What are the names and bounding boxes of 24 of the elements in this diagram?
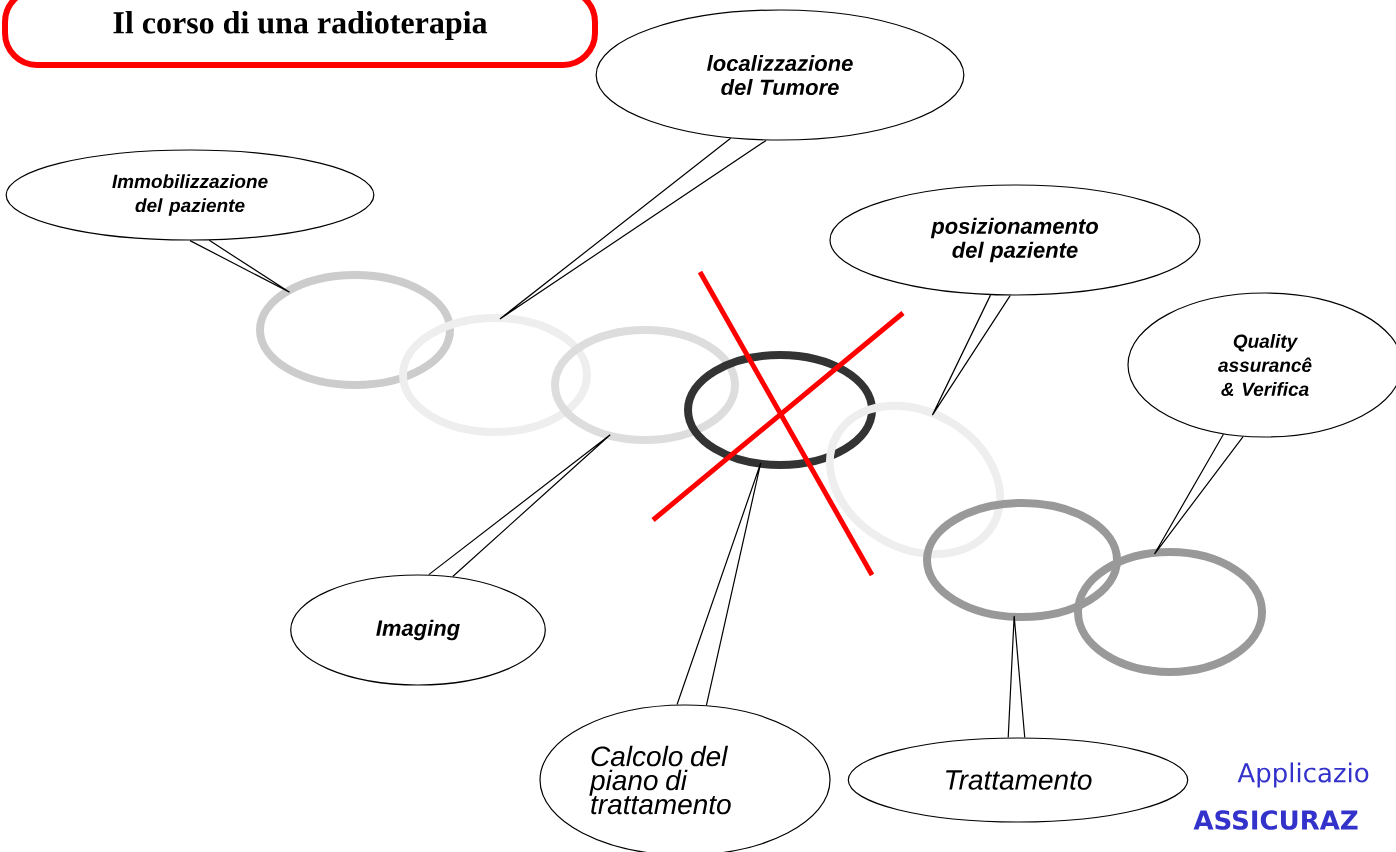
note-text: ASSICURAZ bbox=[1193, 810, 1358, 830]
speech-bubble: Calcolo del piano di trattamento bbox=[539, 704, 831, 852]
ring bbox=[1074, 548, 1266, 676]
callout-tail bbox=[1007, 615, 1026, 739]
ring bbox=[399, 314, 591, 436]
ring bbox=[825, 401, 1005, 559]
speech-bubble: localizzazione del Tumore bbox=[595, 9, 965, 141]
ring bbox=[923, 499, 1121, 621]
speech-bubble: Immobilizzazione del paziente bbox=[5, 149, 375, 241]
speech-bubble: Imaging bbox=[290, 574, 546, 686]
note-text: Applicazio bbox=[1237, 762, 1369, 788]
callout-tail bbox=[1153, 433, 1244, 555]
title-box: Il corso di una radioterapia bbox=[2, 0, 598, 68]
ring bbox=[256, 271, 454, 389]
ring bbox=[684, 351, 876, 469]
speech-bubble: Quality assurancê & Verifica bbox=[1127, 292, 1396, 438]
callout-tail bbox=[676, 462, 762, 706]
ring bbox=[551, 326, 739, 444]
callout-tail bbox=[931, 294, 1011, 416]
speech-bubble: Trattamento bbox=[847, 737, 1189, 823]
callout-tail bbox=[428, 434, 611, 578]
callout-tail bbox=[499, 137, 767, 320]
speech-bubble: posizionamento del paziente bbox=[829, 184, 1201, 296]
callout-tail bbox=[189, 239, 291, 293]
